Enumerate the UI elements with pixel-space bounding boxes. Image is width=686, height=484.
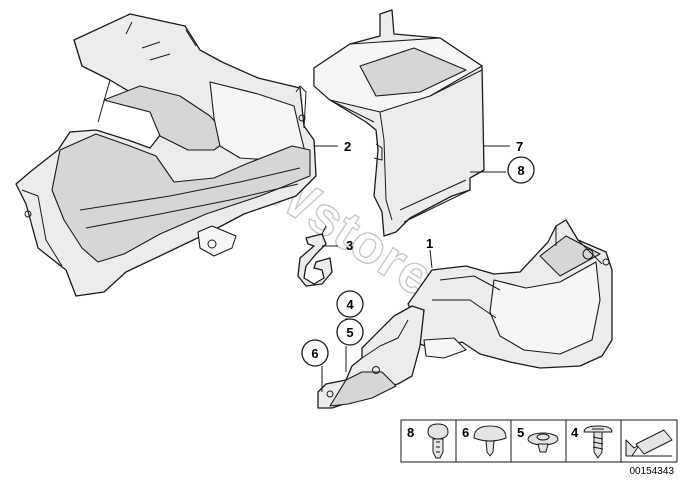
- legend-label-1: 8: [407, 425, 414, 440]
- legend-label-2: 6: [462, 425, 469, 440]
- push-rivet-icon: [427, 423, 449, 459]
- document-number: 00154343: [630, 466, 675, 477]
- part-7-storage-box: [313, 9, 485, 237]
- legend-label-4: 4: [571, 425, 579, 440]
- callout-part-1: 1: [426, 236, 433, 251]
- part-3-clip: [297, 225, 333, 287]
- lower-bracket: [317, 305, 467, 409]
- callout-part-8-circle: 8: [507, 156, 535, 184]
- arrow-symbol-icon: [625, 429, 673, 457]
- callout-part-2: 2: [344, 139, 351, 154]
- legend-label-3: 5: [517, 425, 524, 440]
- clip-icon: [473, 425, 507, 457]
- callout-part-3: 3: [346, 238, 353, 253]
- callout-part-4-circle: 4: [336, 290, 364, 318]
- fastener-legend: 8 6 5 4: [400, 419, 678, 463]
- part-2-trim-panel: [15, 13, 317, 297]
- screw-icon: [583, 425, 613, 459]
- expanding-nut-icon: [527, 432, 559, 453]
- callout-part-5-circle: 5: [336, 318, 364, 346]
- callout-part-6-circle: 6: [301, 339, 329, 367]
- callout-part-5: 5: [346, 325, 353, 340]
- callout-part-4: 4: [346, 297, 354, 312]
- callout-part-7: 7: [516, 139, 523, 154]
- callout-part-6: 6: [311, 346, 318, 361]
- callout-part-8: 8: [517, 163, 524, 178]
